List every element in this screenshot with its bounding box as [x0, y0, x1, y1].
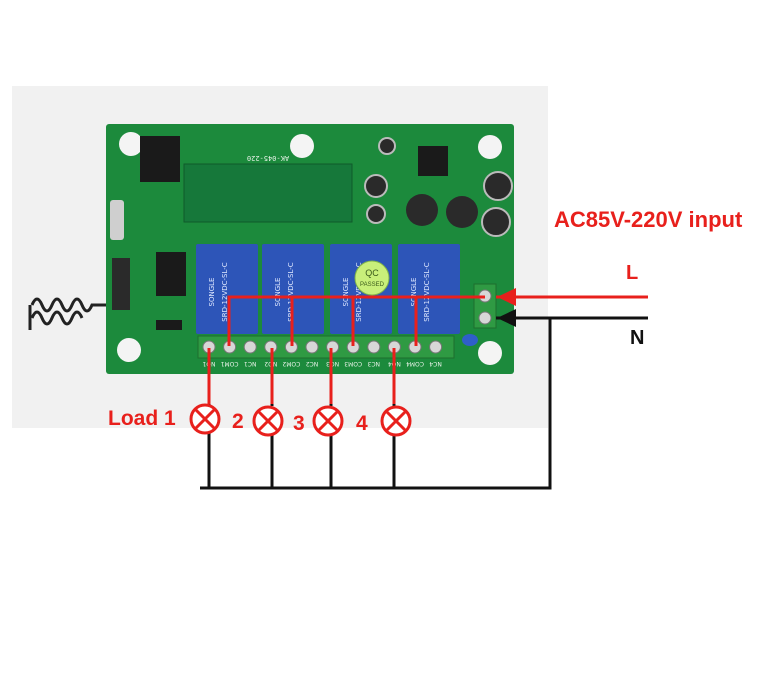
svg-text:SRD-12VDC-SL-C: SRD-12VDC-SL-C	[221, 262, 229, 321]
mounting-hole	[478, 135, 502, 159]
svg-text:SONGLE: SONGLE	[410, 278, 418, 307]
live-label: L	[626, 262, 638, 284]
rf-module	[183, 163, 353, 223]
relay-1: SRD-12VDC-SL-C SONGLE	[196, 244, 258, 334]
mounting-hole	[290, 134, 314, 158]
terminal-screw-nc3	[367, 340, 381, 354]
terminal-label-com3: COM3	[344, 360, 362, 367]
lamp-4	[380, 405, 412, 437]
terminal-label-com2: COM2	[282, 360, 300, 367]
decoder-ic	[140, 136, 180, 182]
capacitor	[483, 171, 513, 201]
pin-header	[156, 252, 186, 296]
neutral-arrow	[497, 309, 516, 327]
regulator-ic	[418, 146, 448, 176]
input-voltage-label: AC85V-220V input	[554, 207, 743, 232]
load-2-label: 2	[232, 410, 244, 433]
mounting-hole	[117, 338, 141, 362]
capacitor	[406, 194, 438, 226]
mounting-hole	[478, 341, 502, 365]
pin-header	[112, 258, 130, 310]
load-4-label: 4	[356, 412, 368, 435]
capacitor	[378, 137, 396, 155]
neutral-label: N	[630, 327, 644, 349]
terminal-screw-nc1	[243, 340, 257, 354]
lamp-1	[189, 403, 221, 435]
svg-text:SRD-12VDC-SL-C: SRD-12VDC-SL-C	[355, 262, 363, 321]
neutral-wire	[200, 316, 648, 490]
load-3-label: 3	[293, 412, 305, 435]
jumper	[156, 320, 182, 330]
terminal-label-nc2: NC2	[306, 360, 319, 367]
svg-text:SONGLE: SONGLE	[208, 278, 216, 307]
capacitor	[481, 207, 511, 237]
live-wire	[227, 295, 648, 346]
terminal-label-nc1: NC1	[244, 360, 257, 367]
lamp-2	[252, 405, 284, 437]
terminal-screw-nc2	[305, 340, 319, 354]
terminal-screw-no3	[326, 340, 340, 354]
mounting-hole	[119, 132, 143, 156]
svg-text:QC: QC	[365, 268, 379, 278]
load-1-label: Load 1	[108, 407, 176, 430]
crystal	[110, 200, 124, 240]
capacitor	[446, 196, 478, 228]
live-arrow	[497, 288, 516, 306]
svg-text:SRD-12VDC-SL-C: SRD-12VDC-SL-C	[287, 262, 295, 321]
input-terminal-block	[473, 283, 497, 329]
terminal-label-nc3: NC3	[367, 360, 380, 367]
svg-text:SRD-12VDC-SL-C: SRD-12VDC-SL-C	[423, 262, 431, 321]
terminal-label-nc4: NC4	[429, 360, 442, 367]
antenna-coil	[28, 297, 112, 330]
svg-text:PASSED: PASSED	[360, 282, 385, 288]
relay-2: SRD-12VDC-SL-C SONGLE	[262, 244, 324, 334]
svg-text:SONGLE: SONGLE	[342, 278, 350, 307]
terminal-label-com4: COM4	[406, 360, 424, 367]
varistor	[462, 334, 478, 346]
capacitor	[364, 174, 388, 198]
relay-4: SRD-12VDC-SL-C SONGLE	[398, 244, 460, 334]
terminal-label-no3: NO3	[326, 360, 339, 367]
lamp-3	[312, 405, 344, 437]
terminal-screw-nc4	[429, 340, 443, 354]
qc-passed-badge: QC PASSED	[354, 260, 390, 296]
capacitor	[366, 204, 386, 224]
load-wire-red	[207, 348, 396, 404]
svg-text:SONGLE: SONGLE	[274, 278, 282, 307]
board-model-label: AK-045-220	[247, 154, 289, 162]
terminal-label-com1: COM1	[220, 360, 238, 367]
input-terminal-N	[478, 311, 492, 325]
